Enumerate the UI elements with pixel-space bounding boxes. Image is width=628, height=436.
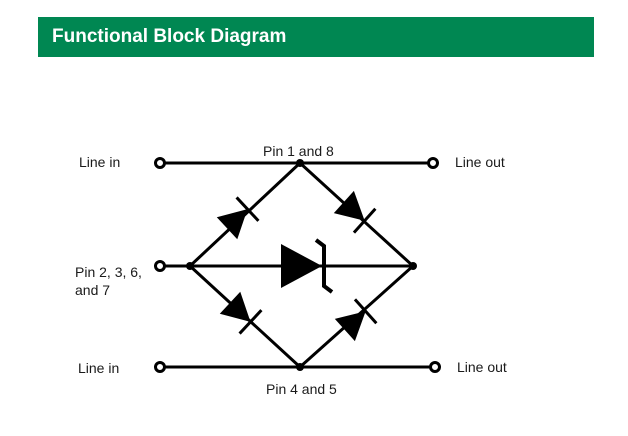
label-line-out-top: Line out xyxy=(455,154,505,170)
diode-icon xyxy=(216,196,260,240)
junction-dot-icon xyxy=(409,262,417,270)
junction-dot-icon xyxy=(296,363,304,371)
terminal-line-out-top xyxy=(427,157,439,169)
terminal-pin-left xyxy=(154,260,166,272)
label-pin-bottom: Pin 4 and 5 xyxy=(266,381,337,397)
label-line-in-bottom: Line in xyxy=(78,360,120,376)
diode-icon xyxy=(334,298,378,342)
header-bar: Functional Block Diagram xyxy=(38,17,594,57)
label-line-in-top: Line in xyxy=(79,154,121,170)
zener-diode-icon xyxy=(281,238,334,294)
terminal-line-in-bottom xyxy=(154,361,166,373)
label-pin-left-line2: and 7 xyxy=(75,282,111,298)
terminal-line-out-bottom xyxy=(429,361,441,373)
label-line-out-bottom: Line out xyxy=(457,359,507,375)
diode-icon xyxy=(219,291,263,335)
label-pin-left-line1: Pin 2, 3, 6, xyxy=(75,264,142,280)
label-pin-top: Pin 1 and 8 xyxy=(263,143,334,159)
junction-dot-icon xyxy=(296,159,304,167)
page-title: Functional Block Diagram xyxy=(52,26,287,47)
terminal-line-in-top xyxy=(154,157,166,169)
junction-dot-icon xyxy=(186,262,194,270)
diode-icon xyxy=(333,190,377,234)
